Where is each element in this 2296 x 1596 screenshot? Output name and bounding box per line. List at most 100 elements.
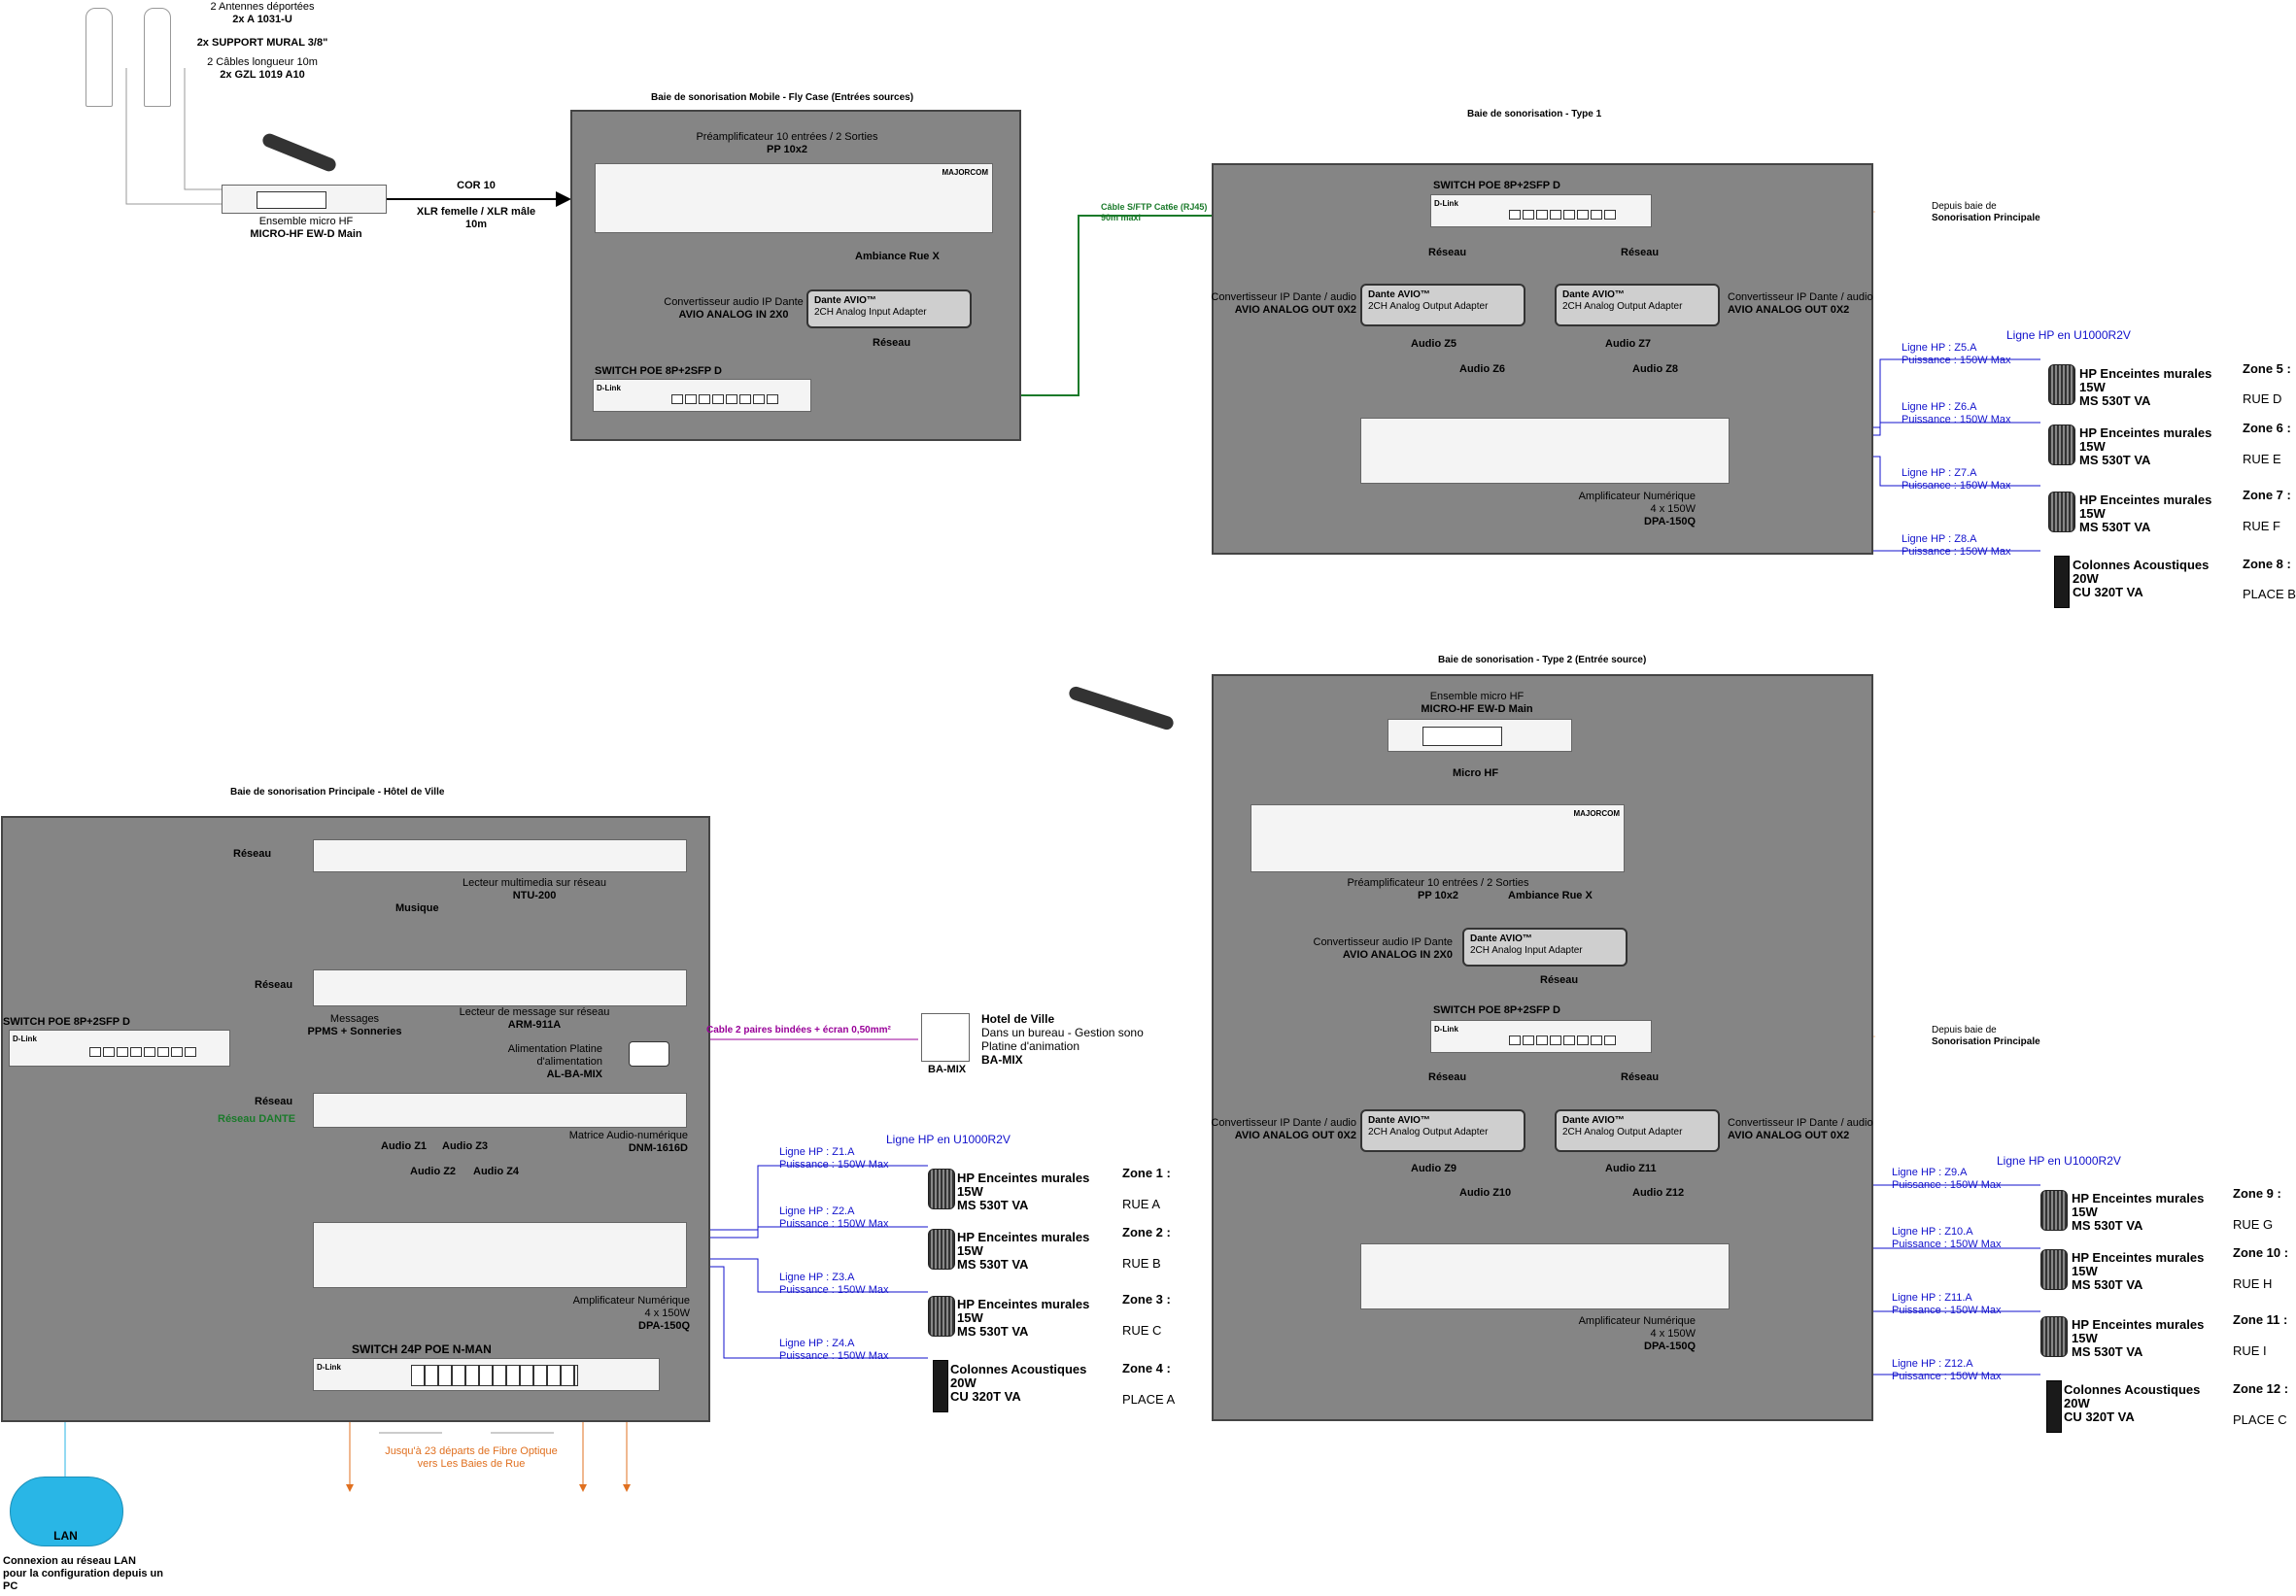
lan-caption2: pour la configuration depuis un [3, 1568, 163, 1579]
ntu-label2: NTU-200 [512, 890, 557, 901]
type2-microhf: Micro HF [1453, 767, 1499, 779]
antenna-line1: 2 Antennes déportées [210, 1, 315, 13]
column-speaker-icon [2054, 556, 2070, 608]
mobile-title: Baie de sonorisation Mobile - Fly Case (… [651, 92, 914, 103]
column-speaker-icon [933, 1360, 948, 1412]
type2-conv-left1: Convertisseur IP Dante / audio [1211, 1117, 1356, 1129]
type2-ligne-u: Ligne HP en U1000R2V [1997, 1154, 2121, 1168]
type1-audio-z5: Audio Z5 [1411, 338, 1457, 350]
type2-conv-right2: AVIO ANALOG OUT 0X2 [1728, 1130, 1850, 1141]
type2-avio-left: Dante AVIO™ 2CH Analog Output Adapter [1360, 1109, 1525, 1152]
type1-avio-left: Dante AVIO™ 2CH Analog Output Adapter [1360, 284, 1525, 326]
bamix-label: BA-MIX [928, 1064, 967, 1075]
main-audio-z1: Audio Z1 [381, 1140, 428, 1152]
type2-audio-z12: Audio Z12 [1632, 1187, 1685, 1199]
wall-speaker-icon [2040, 1190, 2068, 1231]
type2-depuis1: Depuis baie de [1932, 1025, 1997, 1036]
type1-amp3: DPA-150Q [1644, 516, 1696, 527]
main-hp-lines [690, 1165, 928, 1359]
switch24-device: D-Link [313, 1358, 660, 1391]
fibre-label1: Jusqu'à 23 départs de Fibre Optique [385, 1445, 558, 1457]
type2-title: Baie de sonorisation - Type 2 (Entrée so… [1438, 655, 1647, 665]
main-audio-z2: Audio Z2 [410, 1166, 457, 1177]
type1-conv-right1: Convertisseur IP Dante / audio [1728, 291, 1873, 303]
main-musique: Musique [395, 902, 439, 914]
wall-speaker-icon [928, 1296, 955, 1337]
switch24-label: SWITCH 24P POE N-MAN [352, 1342, 492, 1356]
type1-reseau-left: Réseau [1428, 247, 1467, 258]
column-speaker-icon [2046, 1380, 2062, 1433]
type1-depuis2: Sonorisation Principale [1932, 213, 2040, 223]
antenna-line2: 2x A 1031-U [232, 14, 292, 25]
wall-speaker-icon [2048, 424, 2075, 465]
type1-amplifier-device [1360, 418, 1730, 484]
fibre-label2: vers Les Baies de Rue [417, 1458, 526, 1470]
mobile-avio-in: Dante AVIO™ 2CH Analog Input Adapter [806, 289, 972, 328]
type1-switch-label: SWITCH POE 8P+2SFP D [1433, 180, 1560, 191]
matrice-label1: Matrice Audio-numérique [568, 1130, 688, 1141]
wall-speaker-icon [928, 1169, 955, 1209]
type2-amp1: Amplificateur Numérique [1578, 1315, 1696, 1327]
type1-title: Baie de sonorisation - Type 1 [1467, 109, 1602, 119]
main-ligne-u: Ligne HP en U1000R2V [886, 1133, 1011, 1146]
antenna-line5: 2x GZL 1019 A10 [220, 69, 305, 81]
lan-caption1: Connexion au réseau LAN [3, 1555, 136, 1567]
type1-conv-left1: Convertisseur IP Dante / audio [1211, 291, 1356, 303]
type1-audio-z7: Audio Z7 [1605, 338, 1652, 350]
cor10-label: COR 10 [457, 180, 496, 191]
hotel-label1: Hotel de Ville [981, 1012, 1055, 1026]
type2-preamp1: Préamplificateur 10 entrées / 2 Sorties [1347, 877, 1529, 889]
type2-amp2: 4 x 150W [1650, 1328, 1696, 1340]
type1-audio-z6: Audio Z6 [1459, 363, 1506, 375]
type1-conv-left2: AVIO ANALOG OUT 0X2 [1234, 304, 1356, 316]
type1-depuis1: Depuis baie de [1932, 201, 1997, 212]
type2-conv2: AVIO ANALOG IN 2X0 [1342, 949, 1453, 961]
lan-cloud-icon [10, 1477, 123, 1546]
arm-label1: Lecteur de message sur réseau [459, 1006, 610, 1018]
type1-ligne-u: Ligne HP en U1000R2V [2006, 328, 2131, 342]
micro-top-label2: MICRO-HF EW-D Main [250, 228, 362, 240]
micro-receiver-top [222, 185, 387, 214]
lan-caption3: PC [3, 1580, 18, 1592]
type2-switch-label: SWITCH POE 8P+2SFP D [1433, 1004, 1560, 1016]
type2-audio-z11: Audio Z11 [1605, 1163, 1657, 1174]
type2-amp3: DPA-150Q [1644, 1341, 1696, 1352]
micro-top-label1: Ensemble micro HF [258, 216, 354, 227]
reseau-dante: Réseau DANTE [218, 1113, 296, 1125]
antenna-line4: 2 Câbles longueur 10m [207, 56, 318, 68]
type2-avio-right: Dante AVIO™ 2CH Analog Output Adapter [1555, 1109, 1720, 1152]
msg-label2: PPMS + Sonneries [307, 1026, 402, 1037]
power-adapter-icon [629, 1041, 669, 1067]
type2-ambiance: Ambiance Rue X [1508, 890, 1593, 901]
mobile-switch-device: D-Link [593, 379, 811, 412]
ntu200-device [313, 839, 687, 872]
type2-micro2: MICRO-HF EW-D Main [1421, 703, 1533, 715]
mobile-conv2: AVIO ANALOG IN 2X0 [678, 309, 789, 321]
type2-conv1: Convertisseur audio IP Dante [1313, 936, 1454, 948]
wall-speaker-icon [2048, 492, 2075, 532]
cat6-label2: 90m maxi [1101, 213, 1142, 222]
main-reseau3: Réseau [255, 1096, 293, 1107]
mobile-conv1: Convertisseur audio IP Dante [664, 296, 804, 308]
mobile-switch-label: SWITCH POE 8P+2SFP D [595, 365, 722, 377]
type1-avio-right: Dante AVIO™ 2CH Analog Output Adapter [1555, 284, 1720, 326]
wall-speaker-icon [2048, 364, 2075, 405]
alim-label1: Alimentation Platine [507, 1043, 602, 1055]
mobile-reseau: Réseau [873, 337, 911, 349]
wall-speaker-icon [2040, 1316, 2068, 1357]
hotel-label2: Dans un bureau - Gestion sono [981, 1026, 1144, 1039]
type2-avio-in: Dante AVIO™ 2CH Analog Input Adapter [1462, 928, 1628, 967]
main-switch-small-device: D-Link [9, 1030, 230, 1067]
type2-micro-receiver [1388, 719, 1572, 752]
mobile-preamp-label2: PP 10x2 [766, 144, 807, 155]
arm-label2: ARM-911A [507, 1019, 562, 1031]
matrice-label2: DNM-1616D [628, 1142, 688, 1154]
type1-amp1: Amplificateur Numérique [1578, 491, 1696, 502]
xlr-length: 10m [464, 219, 488, 230]
hotel-label4: BA-MIX [981, 1053, 1023, 1067]
ntu-label1: Lecteur multimedia sur réseau [463, 877, 606, 889]
type1-switch-device: D-Link [1430, 194, 1652, 227]
main-audio-z3: Audio Z3 [442, 1140, 489, 1152]
main-reseau2: Réseau [255, 979, 293, 991]
